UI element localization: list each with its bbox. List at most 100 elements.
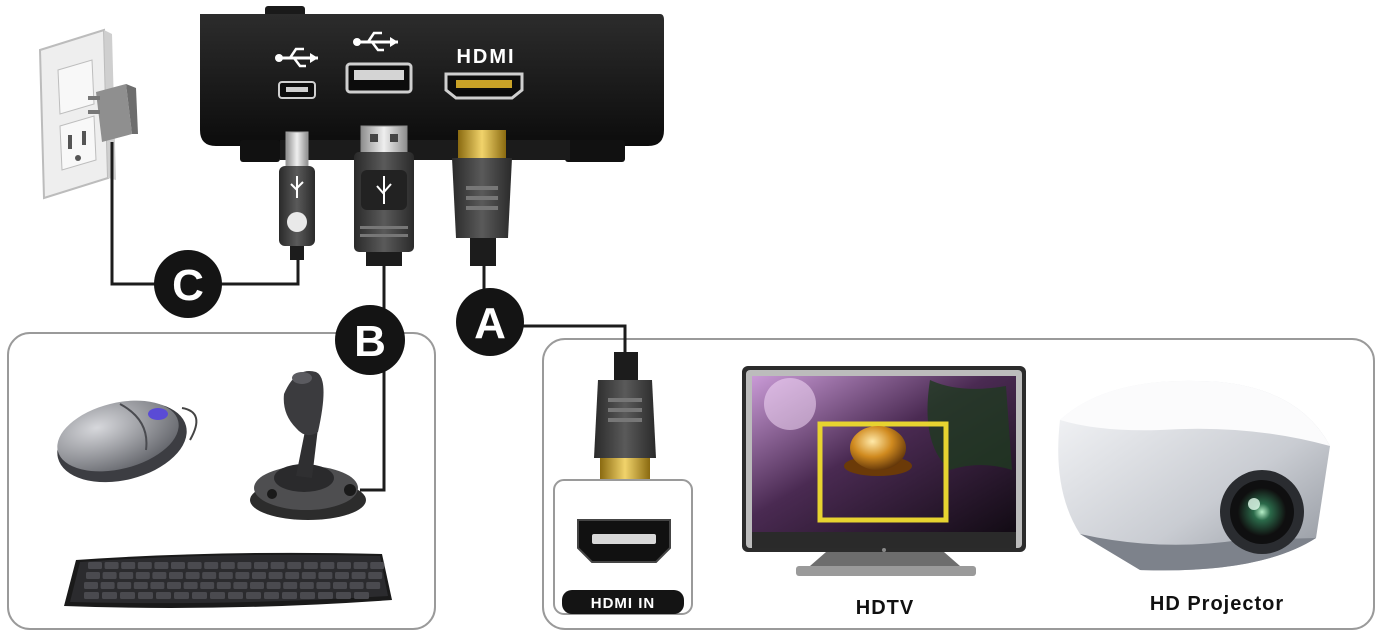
usb-cable — [360, 262, 386, 492]
keyboard-key — [84, 582, 98, 589]
keyboard-key — [266, 582, 281, 589]
keyboard-key — [337, 562, 351, 569]
projector-label: HD Projector — [1150, 593, 1284, 615]
keyboard-key — [228, 592, 243, 599]
svg-text:B: B — [354, 317, 386, 366]
keyboard-key — [84, 592, 99, 599]
keyboard-key — [102, 592, 117, 599]
usb-icon — [376, 176, 392, 204]
mini-usb-plug — [279, 131, 315, 260]
keyboard-key — [154, 562, 169, 569]
keyboard-key — [137, 562, 152, 569]
projector-icon — [1058, 380, 1330, 571]
keyboard-key — [246, 592, 261, 599]
joystick-icon — [250, 370, 366, 520]
keyboard-key — [237, 562, 252, 569]
svg-text:A: A — [474, 299, 506, 348]
usb-a-port — [345, 62, 413, 94]
keyboard-key — [210, 592, 225, 599]
usb-icon — [275, 47, 318, 68]
keyboard-key — [268, 572, 283, 579]
keyboard-key — [135, 572, 150, 579]
keyboard-key — [204, 562, 219, 569]
keyboard-key — [300, 592, 315, 599]
usb-a-plug — [354, 125, 414, 266]
keyboard-key — [185, 572, 200, 579]
keyboard-key — [368, 572, 383, 579]
keyboard-key — [351, 572, 366, 579]
keyboard-key — [264, 592, 279, 599]
keyboard-key — [318, 572, 333, 579]
keyboard-key — [138, 592, 153, 599]
keyboard-key — [333, 582, 347, 589]
keyboard-key — [100, 582, 115, 589]
hdmi-in-port-box: HDMI IN — [553, 479, 693, 615]
media-player-device — [200, 6, 664, 162]
keyboard-key — [86, 572, 100, 579]
keyboard-key — [200, 582, 215, 589]
hdmi-in-label: HDMI IN — [591, 595, 656, 612]
keyboard-key — [320, 562, 335, 569]
keyboard-key — [218, 572, 233, 579]
keyboard-key — [252, 572, 266, 579]
hdmi-plug-top — [452, 130, 512, 266]
keyboard-key — [235, 572, 250, 579]
keyboard-key — [270, 562, 285, 569]
keyboard-key — [287, 562, 302, 569]
keyboard-key — [167, 582, 181, 589]
keyboard-key — [349, 582, 364, 589]
keyboard-key — [318, 592, 333, 599]
connector-badge-c: C — [154, 250, 222, 318]
keyboard-key — [336, 592, 351, 599]
keyboard-key — [254, 562, 268, 569]
keyboard-key — [370, 562, 385, 569]
keyboard-key — [150, 582, 165, 589]
keyboard-key — [119, 572, 134, 579]
hdtv-label: HDTV — [856, 597, 914, 619]
keyboard-key — [354, 592, 369, 599]
keyboard-key — [133, 582, 148, 589]
power-adapter — [88, 84, 138, 142]
keyboard-key — [187, 562, 202, 569]
keyboard-key — [120, 592, 135, 599]
hdmi-plug-bottom — [594, 352, 656, 490]
output-devices-group — [542, 338, 1375, 630]
mini-usb-port — [278, 81, 316, 99]
keyboard-key — [282, 592, 297, 599]
keyboard-key — [117, 582, 132, 589]
keyboard-key — [104, 562, 119, 569]
svg-text:C: C — [172, 261, 204, 310]
keyboard-key — [250, 582, 264, 589]
mouse-icon — [57, 400, 198, 483]
usb-icon — [290, 176, 304, 198]
connector-badge-a: A — [456, 288, 524, 356]
keyboard-key — [299, 582, 314, 589]
keyboard-key — [335, 572, 349, 579]
keyboard-key — [316, 582, 331, 589]
keyboard-key — [121, 562, 136, 569]
keyboard-key — [169, 572, 183, 579]
keyboard-key — [171, 562, 185, 569]
hdmi-port-label: HDMI — [456, 46, 515, 68]
keyboard-key — [301, 572, 316, 579]
keyboard-key — [183, 582, 198, 589]
keyboard-key — [88, 562, 102, 569]
hdmi-port — [444, 72, 524, 100]
input-devices-group — [7, 332, 436, 630]
keyboard-key — [283, 582, 298, 589]
usb-icon — [353, 31, 398, 52]
hdtv-icon — [742, 366, 1026, 576]
keyboard-key — [220, 562, 235, 569]
keyboard-key — [192, 592, 207, 599]
keyboard-key — [303, 562, 318, 569]
keyboard-key — [202, 572, 217, 579]
keyboard-key — [233, 582, 248, 589]
keyboard-key — [156, 592, 171, 599]
keyboard-key — [366, 582, 381, 589]
keyboard-key — [353, 562, 368, 569]
keyboard-key — [102, 572, 117, 579]
keyboard-key — [174, 592, 189, 599]
keyboard-key — [216, 582, 231, 589]
connector-badge-b: B — [335, 305, 405, 375]
